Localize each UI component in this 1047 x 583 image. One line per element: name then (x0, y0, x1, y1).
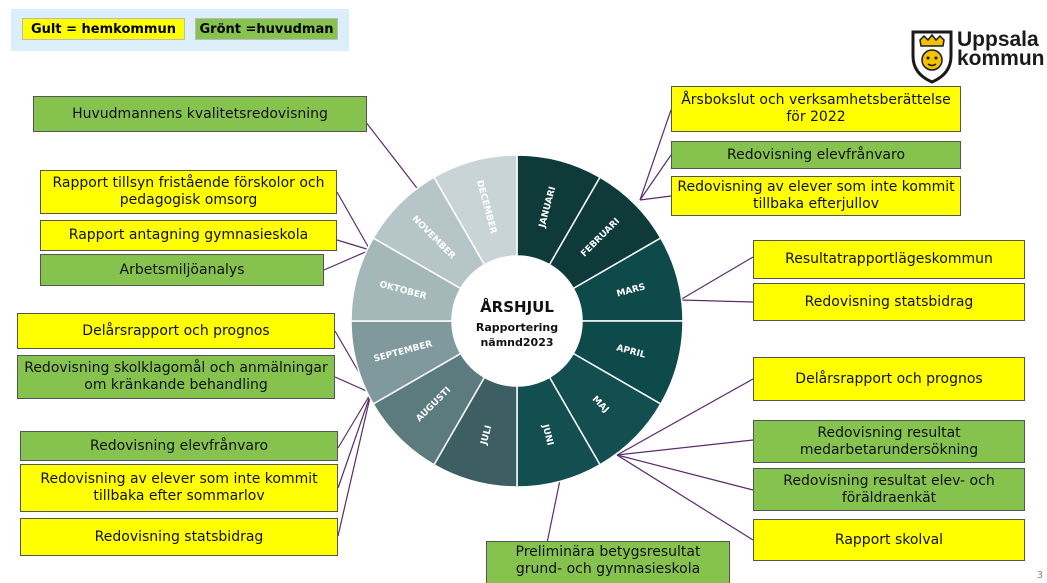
connector-line (336, 239, 371, 251)
connector-line (545, 479, 561, 549)
box-elevfranvaro-left: Redovisning elevfrånvaro (20, 431, 338, 461)
connector-line (616, 439, 754, 456)
box-skolklagomal: Redovisning skolklagomål och anmälningar… (17, 355, 335, 399)
box-antagning: Rapport antagning gymnasieskola (40, 220, 337, 251)
box-arbetsmiljo: Arbetsmiljöanalys (40, 254, 324, 286)
logo-wordmark: Uppsala kommun (957, 28, 1045, 70)
connector-line (639, 195, 672, 201)
logo-line-1: Uppsala (957, 28, 1039, 51)
box-foraldra: Redovisning resultat elev- och föräldrae… (753, 468, 1025, 511)
box-sommarlov: Redovisning av elever som inte kommit ti… (20, 464, 338, 512)
legend-yellow: Gult = hemkommun (22, 18, 185, 40)
box-delars-left: Delårsrapport och prognos (17, 313, 335, 349)
box-medarbetar: Redovisning resultat medarbetarundersökn… (753, 420, 1025, 463)
box-statsbidrag-left: Redovisning statsbidrag (20, 518, 338, 556)
box-tillsyn: Rapport tillsyn fristående förskolor och… (40, 170, 337, 214)
box-statsbidrag-right: Redovisning statsbidrag (753, 283, 1025, 321)
box-delars-right: Delårsrapport och prognos (753, 357, 1025, 401)
connector-line (364, 120, 421, 193)
connector-line (616, 454, 754, 541)
connector-line (337, 392, 372, 537)
month-segments (350, 154, 684, 488)
connector-line (639, 154, 672, 201)
color-legend: Gult = hemkommun Grönt =huvudman (11, 9, 349, 51)
box-huvudmannens: Huvudmannens kvalitetsredovisning (33, 96, 367, 132)
wheel-title: ÅRSHJUL (480, 297, 554, 316)
box-arsbokslut: Årsbokslut och verksamhetsberättelse för… (671, 86, 961, 132)
connector-lines (323, 109, 754, 549)
legend-green: Grönt =huvudman (195, 18, 338, 40)
wheel-subtitle-2: nämnd2023 (480, 336, 553, 349)
crowned-lion-shield-icon (911, 30, 953, 84)
connector-line (336, 191, 371, 251)
box-elevfranvaro-right: Redovisning elevfrånvaro (671, 141, 961, 169)
connector-line (679, 299, 754, 303)
box-jullov: Redovisning av elever som inte kommit ti… (671, 176, 961, 216)
box-skolval: Rapport skolval (753, 519, 1025, 561)
box-betyg: Preliminära betygsresultat grund- och gy… (486, 541, 730, 583)
wheel-center (452, 256, 582, 386)
connector-line (639, 109, 672, 201)
wheel-subtitle-1: Rapportering (476, 321, 558, 334)
connector-line (323, 249, 371, 271)
connector-line (337, 392, 372, 449)
page-number: 3 (1036, 570, 1043, 581)
connector-line (616, 454, 754, 491)
logo-line-2: kommun (957, 47, 1045, 70)
connector-line (616, 378, 754, 456)
connector-line (679, 256, 754, 301)
connector-line (337, 392, 372, 489)
connector-line (334, 376, 372, 394)
box-resultatrapport: Resultatrapportlägeskommun (753, 240, 1025, 279)
